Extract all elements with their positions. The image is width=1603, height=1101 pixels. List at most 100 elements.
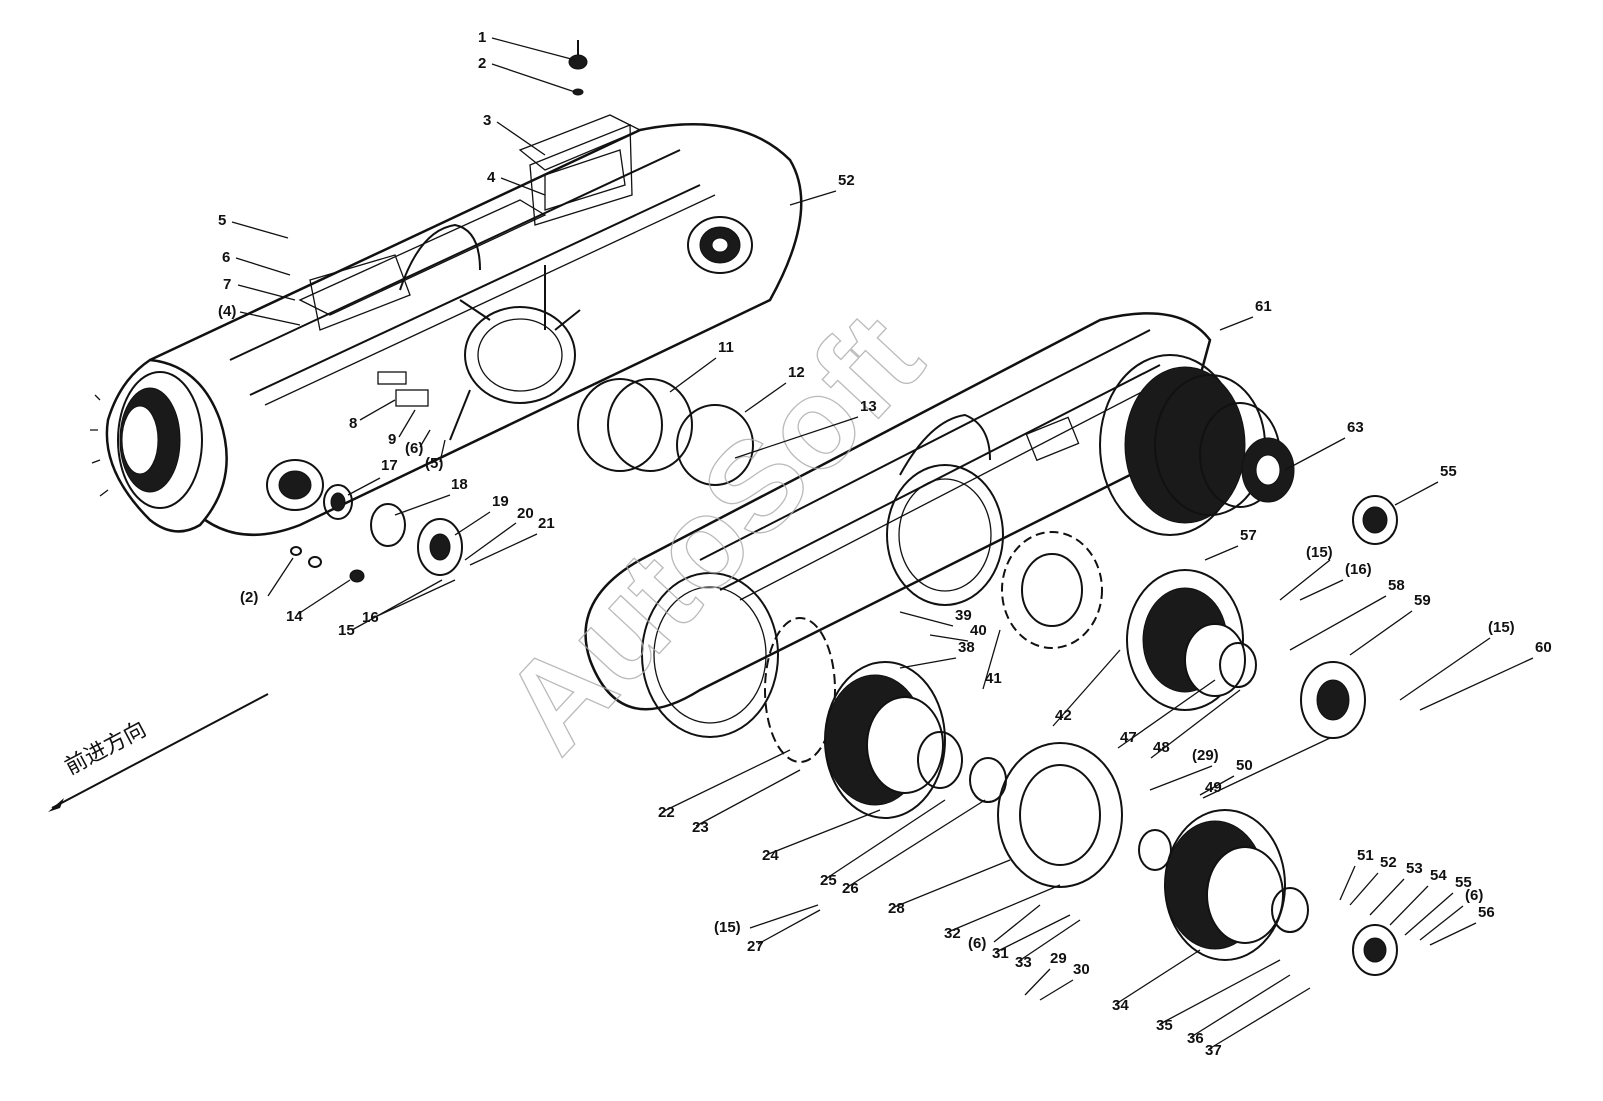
part-label: 34: [1112, 997, 1129, 1014]
part-label: (15): [1488, 619, 1515, 636]
leader-line: [995, 914, 1071, 953]
leader-line: [1349, 872, 1379, 906]
part-label: 32: [944, 925, 961, 942]
part-label: 51: [1357, 847, 1374, 864]
leader-line: [1289, 595, 1387, 651]
leader-line: [947, 884, 1061, 933]
part-label: 57: [1240, 527, 1257, 544]
leader-line: [464, 522, 517, 561]
part-label: 50: [1236, 757, 1253, 774]
part-label: 54: [1430, 867, 1447, 884]
leader-line: [267, 557, 294, 597]
leader-line: [757, 909, 821, 945]
leader-line: [1284, 437, 1346, 471]
part-label: (2): [240, 589, 258, 606]
leader-line: [1419, 657, 1534, 711]
leader-line: [1018, 919, 1081, 962]
leader-line: [398, 409, 416, 438]
forward-direction-arrow: [48, 693, 269, 812]
leader-line: [734, 416, 859, 459]
part-label: 24: [762, 847, 779, 864]
leader-line: [845, 799, 986, 889]
part-label: 52: [1380, 854, 1397, 871]
leader-line: [1052, 649, 1121, 727]
leader-line: [239, 311, 301, 326]
part-label: 37: [1205, 1042, 1222, 1059]
part-label: 4: [487, 169, 496, 186]
leader-line: [491, 63, 576, 93]
leader-line: [789, 190, 837, 206]
part-label: (16): [1345, 561, 1372, 578]
leader-line: [469, 533, 538, 566]
leader-line: [1419, 905, 1464, 941]
leader-line: [419, 429, 431, 448]
leader-line: [235, 257, 291, 276]
leader-line: [891, 859, 1011, 909]
part-label: 19: [492, 493, 509, 510]
part-number-labels: 1234567(4)89(6)(5)1112131718192021(2)141…: [218, 29, 1552, 1059]
part-label: (15): [714, 919, 741, 936]
leader-line: [1149, 765, 1213, 791]
part-label: 42: [1055, 707, 1072, 724]
leader-line: [1404, 892, 1454, 936]
part-label: (5): [425, 455, 443, 472]
leader-line: [1369, 878, 1405, 916]
leader-line: [993, 904, 1041, 943]
part-label: 15: [338, 622, 355, 639]
leader-line: [491, 37, 576, 61]
part-label: 58: [1388, 577, 1405, 594]
part-label: 47: [1120, 729, 1137, 746]
leader-line: [439, 439, 446, 463]
part-label: 7: [223, 276, 231, 293]
right-exploded-parts: [764, 495, 1398, 976]
part-label: 6: [222, 249, 230, 266]
part-label: 63: [1347, 419, 1364, 436]
part-label: (6): [1465, 887, 1483, 904]
leader-line: [1204, 545, 1239, 561]
part-label: 8: [349, 415, 357, 432]
leader-line: [374, 579, 456, 618]
part-label: 29: [1050, 950, 1067, 967]
direction-label: 前进方向: [61, 717, 150, 780]
leader-line: [669, 357, 717, 393]
leader-line: [500, 177, 546, 196]
part-label: 41: [985, 670, 1002, 687]
part-label: 59: [1414, 592, 1431, 609]
leader-line: [1199, 775, 1235, 796]
leader-line: [454, 511, 491, 536]
leader-line: [359, 399, 396, 421]
part-label: 35: [1156, 1017, 1173, 1034]
leader-line: [1039, 979, 1074, 1001]
part-label: 27: [747, 938, 764, 955]
leader-line: [347, 477, 381, 496]
part-label: (4): [218, 303, 236, 320]
part-label: 55: [1455, 874, 1472, 891]
part-label: 28: [888, 900, 905, 917]
part-label: 18: [451, 476, 468, 493]
part-label: 52: [838, 172, 855, 189]
leader-line: [1202, 737, 1331, 799]
leader-line: [1389, 885, 1429, 926]
leader-line: [899, 611, 954, 627]
left-small-parts: [290, 40, 754, 583]
leader-line: [1115, 949, 1201, 1005]
part-label: 31: [992, 945, 1009, 962]
leader-line: [765, 809, 881, 856]
leader-line: [237, 284, 296, 301]
leader-line: [1349, 610, 1413, 656]
part-label: 2: [478, 55, 486, 72]
leader-line: [661, 749, 791, 813]
part-label: 17: [381, 457, 398, 474]
part-label: 21: [538, 515, 555, 532]
part-label: 11: [718, 339, 734, 356]
part-label: (6): [405, 440, 423, 457]
leader-line: [749, 904, 819, 929]
left-gear-case: [90, 114, 803, 537]
leader-line: [394, 494, 451, 516]
part-label: 13: [860, 398, 877, 415]
leader-line: [1159, 959, 1281, 1025]
leader-line: [1399, 637, 1491, 701]
part-label: 1: [478, 29, 486, 46]
part-label: 25: [820, 872, 837, 889]
